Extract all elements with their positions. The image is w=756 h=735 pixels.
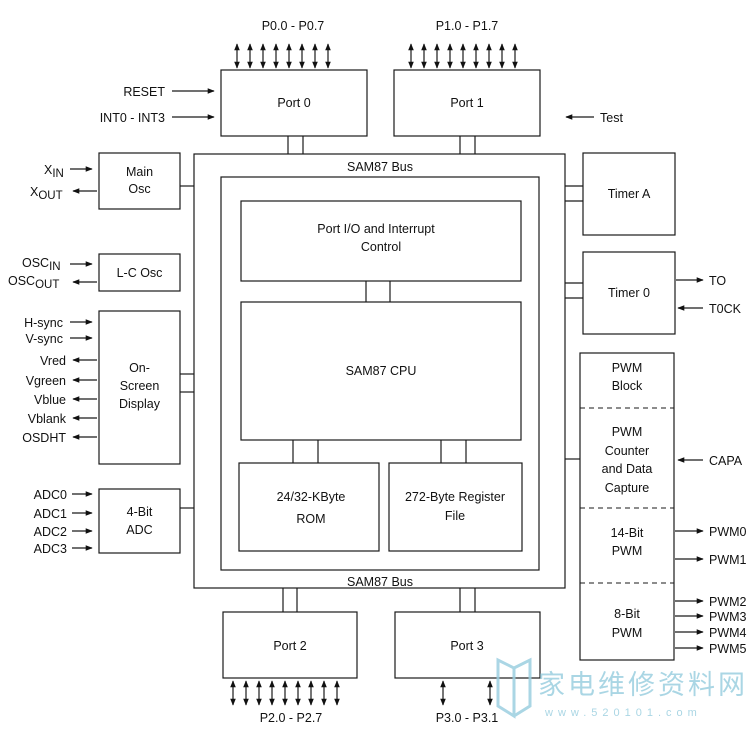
adc-pin-label: ADC1 [34, 507, 67, 521]
xin-label: XIN [44, 163, 64, 180]
port3-block: Port 3 [394, 611, 541, 679]
port0-pins-label: P0.0 - P0.7 [262, 19, 325, 33]
adc-pins: ADC0 ADC1 ADC2 ADC3 [34, 488, 93, 556]
port0-label: Port 0 [277, 96, 310, 110]
pwm-pin-label: PWM3 [709, 610, 747, 624]
timer-0-block: Timer 0 [582, 251, 676, 335]
pwm14-line2: PWM [612, 544, 643, 558]
pwm8-line2: PWM [612, 626, 643, 640]
pwm-capture-line2: Counter [605, 444, 649, 458]
port3-pin-arrows [440, 680, 493, 706]
bus-label-top: SAM87 Bus [347, 160, 413, 174]
pwm-output-pins: PWM0 PWM1 PWM2 PWM3 PWM4 PWM5 [675, 525, 747, 656]
watermark-logo-icon [496, 657, 532, 719]
port2-pins-label: P2.0 - P2.7 [260, 711, 323, 725]
osd-pin-label: Vblank [28, 412, 67, 426]
port2-block: Port 2 [222, 611, 358, 679]
osd-pin-label: Vblue [34, 393, 66, 407]
osd-pin-label: Vred [40, 354, 66, 368]
timer-a-label: Timer A [608, 187, 651, 201]
osd-line2: Screen [120, 379, 160, 393]
sam87-bus [180, 136, 583, 612]
watermark: 家电维修资料网 www.520101.com [496, 657, 748, 719]
port0-block: Port 0 [220, 69, 368, 137]
osd-pin-label: Vgreen [26, 374, 66, 388]
tock-label: T0CK [709, 302, 742, 316]
port2-pin-arrows [230, 680, 340, 706]
rom-line1: 24/32-KByte [277, 490, 346, 504]
main-osc-line1: Main [126, 165, 153, 179]
pwm-capture-line1: PWM [612, 425, 643, 439]
osd-pin-label: H-sync [24, 316, 63, 330]
port1-block: Port 1 [393, 69, 541, 137]
lc-osc-label: L-C Osc [117, 266, 163, 280]
osd-line3: Display [119, 397, 161, 411]
pwm-pin-label: PWM5 [709, 642, 747, 656]
reset-label: RESET [123, 85, 165, 99]
port1-pin-arrows [408, 43, 518, 69]
port1-label: Port 1 [450, 96, 483, 110]
main-osc-line2: Osc [128, 182, 150, 196]
osd-pin-label: V-sync [25, 332, 63, 346]
port-io-line1: Port I/O and Interrupt [317, 222, 435, 236]
register-file-block: 272-Byte Register File [388, 462, 523, 552]
test-label: Test [600, 111, 623, 125]
watermark-text: 家电维修资料网 [538, 670, 748, 700]
adc-pin-label: ADC3 [34, 542, 67, 556]
rom-line2: ROM [296, 512, 325, 526]
adc-line2: ADC [126, 523, 152, 537]
port3-pins-label: P3.0 - P3.1 [436, 711, 499, 725]
adc-pin-label: ADC0 [34, 488, 67, 502]
pwm14-line1: 14-Bit [611, 526, 644, 540]
rom-block: 24/32-KByte ROM [238, 462, 380, 552]
pwm-block-line2: Block [612, 379, 643, 393]
adc-line1: 4-Bit [127, 505, 153, 519]
pwm-pin-label: PWM4 [709, 626, 747, 640]
port-io-interrupt-block: Port I/O and Interrupt Control [240, 200, 522, 282]
osd-pin-label: OSDHT [22, 431, 66, 445]
port0-pin-arrows [234, 43, 331, 69]
timer-0-label: Timer 0 [608, 286, 650, 300]
port1-pins-label: P1.0 - P1.7 [436, 19, 499, 33]
reg-file-line2: File [445, 509, 465, 523]
adc-block: 4-Bit ADC [98, 488, 181, 554]
osd-pins: H-sync V-sync Vred Vgreen Vblue Vblank O… [22, 316, 97, 445]
oscout-label: OSCOUT [8, 274, 59, 291]
watermark-url: www.520101.com [544, 707, 702, 719]
int-label: INT0 - INT3 [100, 111, 165, 125]
cpu-core-frame [220, 176, 540, 571]
xout-label: XOUT [30, 185, 63, 202]
pwm-capture-line4: Capture [605, 481, 650, 495]
pwm-block-line1: PWM [612, 361, 643, 375]
pwm-pin-label: PWM0 [709, 525, 747, 539]
pwm-column [579, 352, 675, 661]
port2-label: Port 2 [273, 639, 306, 653]
adc-pin-label: ADC2 [34, 525, 67, 539]
port3-label: Port 3 [450, 639, 483, 653]
cpu-label: SAM87 CPU [346, 364, 417, 378]
pwm-capture-line3: and Data [602, 462, 653, 476]
capa-label: CAPA [709, 454, 743, 468]
pwm-pin-label: PWM1 [709, 553, 747, 567]
bus-label-bottom: SAM87 Bus [347, 575, 413, 589]
osd-line1: On- [129, 361, 150, 375]
reg-file-line1: 272-Byte Register [405, 490, 505, 504]
port-io-line2: Control [361, 240, 401, 254]
main-osc-block: Main Osc [98, 152, 181, 210]
oscin-label: OSCIN [22, 256, 61, 273]
timer-a-block: Timer A [582, 152, 676, 236]
pwm8-line1: 8-Bit [614, 607, 640, 621]
lc-osc-block: L-C Osc [98, 253, 181, 292]
pwm-pin-label: PWM2 [709, 595, 747, 609]
cpu-block: SAM87 CPU [240, 301, 522, 441]
to-label: TO [709, 274, 726, 288]
osd-block: On- Screen Display [98, 310, 181, 465]
